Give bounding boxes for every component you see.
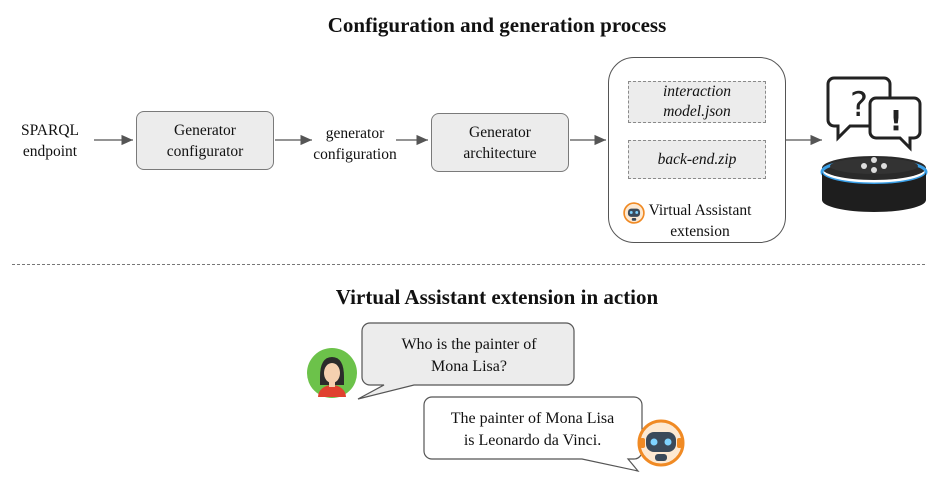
robot-avatar-icon (637, 419, 685, 467)
generator-architecture-box: Generator architecture (431, 113, 569, 172)
extension-label-line1: Virtual Assistant (648, 202, 752, 219)
answer-line2: is Leonardo da Vinci. (463, 432, 602, 449)
generator-architecture-line1: Generator (469, 123, 531, 141)
generator-configuration-label: generator configuration (300, 123, 410, 165)
answer-bubble (423, 396, 643, 472)
file2-label: back-end.zip (657, 150, 737, 168)
sparql-line1: SPARQL (20, 122, 79, 139)
generator-configurator-box: Generator configurator (136, 111, 274, 170)
smart-speaker-icon (820, 156, 928, 212)
extension-label-line2: extension (670, 223, 730, 240)
file1-line2: model.json (663, 103, 731, 120)
answer-line1: The painter of Mona Lisa (450, 410, 615, 427)
file1-line1: interaction (662, 83, 732, 100)
section-divider (12, 264, 925, 265)
sparql-line2: endpoint (22, 143, 78, 160)
generator-configurator-line2: configurator (166, 142, 244, 160)
svg-text:?: ? (850, 85, 868, 125)
generator-configurator-line1: Generator (174, 121, 236, 139)
question-text: Who is the painter of Mona Lisa? (364, 334, 574, 378)
question-line2: Mona Lisa? (431, 358, 507, 375)
back-end-zip-file: back-end.zip (628, 140, 766, 179)
generator-configuration-line1: generator (325, 125, 385, 142)
interaction-model-file: interaction model.json (628, 81, 766, 123)
question-exclamation-bubbles-icon: ? ! (826, 76, 922, 152)
woman-avatar-icon (307, 348, 357, 398)
question-bubble (357, 322, 575, 400)
section-title-config: Configuration and generation process (327, 13, 667, 37)
question-line1: Who is the painter of (401, 336, 537, 353)
section-title-action: Virtual Assistant extension in action (335, 285, 659, 309)
sparql-endpoint-label: SPARQL endpoint (10, 120, 90, 162)
generator-architecture-line2: architecture (463, 144, 537, 162)
extension-label: Virtual Assistant extension (640, 200, 760, 242)
answer-text: The painter of Mona Lisa is Leonardo da … (425, 408, 640, 452)
robot-icon (623, 202, 645, 224)
generator-configuration-line2: configuration (313, 146, 397, 163)
svg-text:!: ! (890, 104, 903, 137)
